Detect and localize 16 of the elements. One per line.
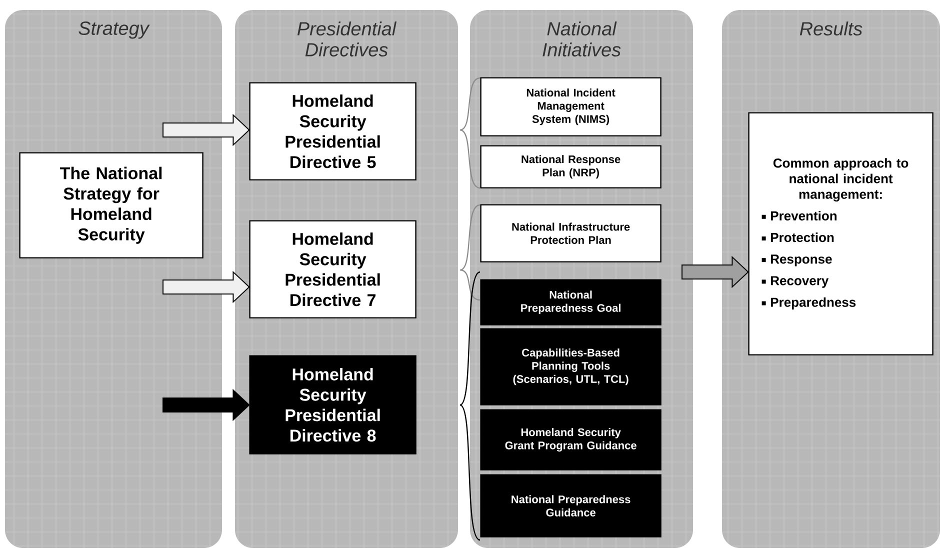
text-box: National Incident Management System (NIMS)	[480, 77, 662, 136]
block-arrow	[162, 270, 250, 304]
text-box: The National Strategy for Homeland Security	[19, 152, 204, 258]
dark-text-box: National Preparedness Guidance	[480, 474, 662, 538]
text-box: Common approach to national incident management: Prevention Protection Response Recovery Preparedness	[748, 112, 934, 356]
block-arrow	[162, 114, 250, 146]
text-box: National Response Plan (NRP)	[480, 145, 662, 188]
text-box: National Infrastructure Protection Plan	[480, 204, 662, 262]
dark-text-box: Capabilities-Based Planning Tools (Scenarios, UTL, TCL)	[480, 328, 662, 406]
dark-text-box: Homeland Security Grant Program Guidance	[480, 409, 662, 470]
text-box: Homeland Security Presidential Directive 5	[249, 82, 416, 180]
block-arrow	[682, 256, 749, 288]
block-arrow	[162, 388, 250, 422]
dark-text-box: National Preparedness Goal	[480, 279, 662, 326]
text-box: Homeland Security Presidential Directive 7	[249, 220, 416, 318]
dark-text-box: Homeland Security Presidential Directive 8	[249, 355, 416, 454]
